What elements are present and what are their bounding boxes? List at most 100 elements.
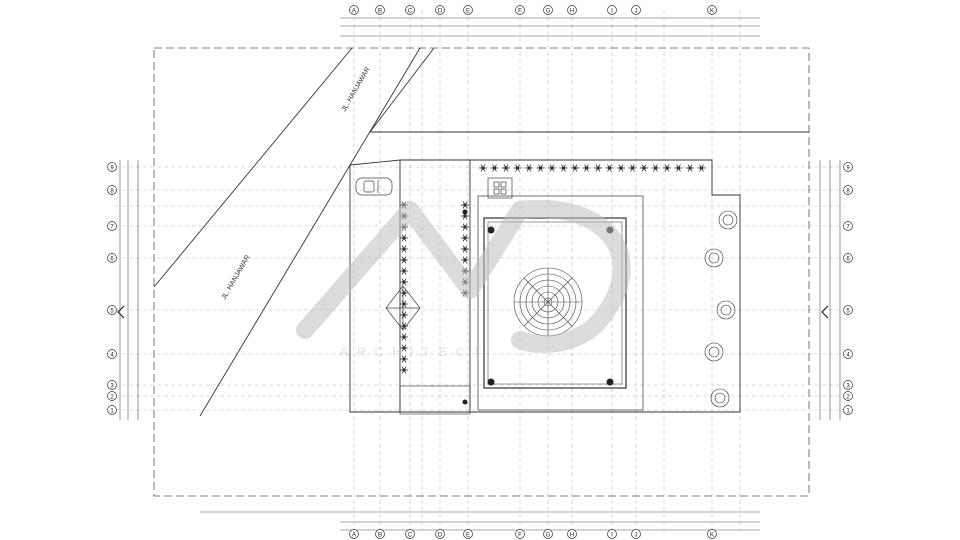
- svg-text:8: 8: [110, 188, 114, 194]
- grid-bubble: E: [463, 5, 473, 15]
- grid-bubble: C: [405, 529, 415, 539]
- svg-text:J: J: [635, 532, 638, 538]
- grid-bubble: E: [463, 529, 473, 539]
- shrub-icon: [461, 223, 469, 231]
- svg-text:4: 4: [110, 352, 114, 358]
- grid-bubble: 2: [843, 391, 853, 401]
- grid-bubble: 1: [107, 405, 117, 415]
- car-icon: [355, 177, 393, 196]
- svg-text:J: J: [635, 8, 638, 14]
- grid-bubble: 6: [843, 253, 853, 263]
- svg-text:I: I: [611, 532, 613, 538]
- grid-bubble: 6: [107, 253, 117, 263]
- shrub-icon: [686, 164, 694, 172]
- shrub-icon: [400, 245, 408, 253]
- shrub-icon: [571, 164, 579, 172]
- grid-bubble: 8: [843, 185, 853, 195]
- svg-text:E: E: [466, 532, 470, 538]
- grid-bubble: H: [567, 5, 577, 15]
- svg-text:C: C: [408, 8, 413, 14]
- shrub-icon: [674, 164, 683, 172]
- svg-text:5: 5: [846, 308, 850, 314]
- shrub-icon: [400, 267, 408, 275]
- shrub-icon: [400, 322, 408, 330]
- svg-text:D: D: [438, 8, 443, 14]
- grid-bubble: D: [435, 529, 445, 539]
- hedge-row-top: [479, 164, 706, 172]
- grid-bubble: K: [707, 5, 717, 15]
- svg-text:H: H: [570, 532, 574, 538]
- svg-text:5: 5: [110, 308, 114, 314]
- section-marker-left: [117, 305, 125, 319]
- svg-text:1: 1: [110, 408, 114, 414]
- shrub-icon: [594, 164, 602, 172]
- watermark-text: ARCHITECT: [340, 345, 490, 359]
- shrub-icon: [536, 164, 545, 172]
- shrub-icon: [651, 164, 660, 172]
- shrub-icon: [461, 201, 469, 209]
- svg-text:F: F: [518, 8, 522, 14]
- grid-bubble: G: [543, 529, 553, 539]
- svg-text:9: 9: [110, 165, 114, 171]
- grid-bubble: 8: [107, 185, 117, 195]
- svg-text:1: 1: [846, 408, 850, 414]
- grid-bubble: 7: [107, 221, 117, 231]
- dimension-lines-top: [340, 17, 760, 37]
- grid-bubble: 1: [843, 405, 853, 415]
- svg-text:9: 9: [846, 165, 850, 171]
- grid-bubble: D: [435, 5, 445, 15]
- shrub-icon: [461, 256, 469, 264]
- svg-text:D: D: [438, 532, 443, 538]
- grid-bubble: 7: [843, 221, 853, 231]
- svg-text:G: G: [546, 532, 551, 538]
- shrub-icon: [400, 344, 408, 352]
- svg-text:7: 7: [110, 224, 114, 230]
- svg-text:4: 4: [846, 352, 850, 358]
- shrub-icon: [400, 366, 408, 374]
- shrub-icon: [461, 212, 469, 220]
- svg-text:G: G: [546, 8, 551, 14]
- svg-text:A: A: [352, 532, 356, 538]
- shrub-icon: [697, 164, 706, 172]
- shrub-icon: [400, 278, 408, 286]
- watermark-logo: ARCHITECT: [296, 199, 631, 359]
- svg-text:6: 6: [110, 256, 114, 262]
- grid-bubble: I: [607, 5, 617, 15]
- grid-bubble: 5: [843, 305, 853, 315]
- dimension-lines-left: [119, 160, 139, 420]
- grid-bubble: K: [707, 529, 717, 539]
- shrub-icon: [617, 164, 625, 172]
- svg-text:K: K: [710, 532, 714, 538]
- grid-bubble: J: [631, 5, 641, 15]
- grid-bubble: B: [375, 5, 385, 15]
- svg-text:H: H: [570, 8, 574, 14]
- service-box: [487, 177, 513, 199]
- shrub-icon: [490, 164, 499, 172]
- shrub-icon: [461, 245, 469, 253]
- shrub-icon: [559, 164, 568, 172]
- svg-text:C: C: [408, 532, 413, 538]
- shrub-icon: [400, 234, 408, 242]
- grid-bubbles-right: 9 8 7 6 5 4 3 2 1: [843, 162, 853, 415]
- shrub-icon: [548, 164, 556, 172]
- shrub-icon: [400, 256, 408, 264]
- columns: [462, 209, 614, 405]
- svg-text:7: 7: [846, 224, 850, 230]
- svg-text:A: A: [352, 8, 356, 14]
- svg-text:3: 3: [110, 383, 114, 389]
- road-hanjawar: [153, 47, 809, 417]
- shrub-icon: [628, 164, 637, 172]
- svg-text:E: E: [466, 8, 470, 14]
- grid-bubbles-top: A B C D E F G H I J K: [349, 5, 717, 15]
- site-boundary: [153, 47, 810, 497]
- grid-bubble: 9: [107, 162, 117, 172]
- street-label-upper: JL. HANJAWAR: [341, 66, 372, 113]
- grid-bubble: H: [567, 529, 577, 539]
- building-outline: [349, 159, 741, 415]
- grid-bubble: J: [631, 529, 641, 539]
- shrub-icon: [525, 164, 533, 172]
- street-label-lower: JL. HANJAWAR: [221, 254, 252, 301]
- svg-text:3: 3: [846, 383, 850, 389]
